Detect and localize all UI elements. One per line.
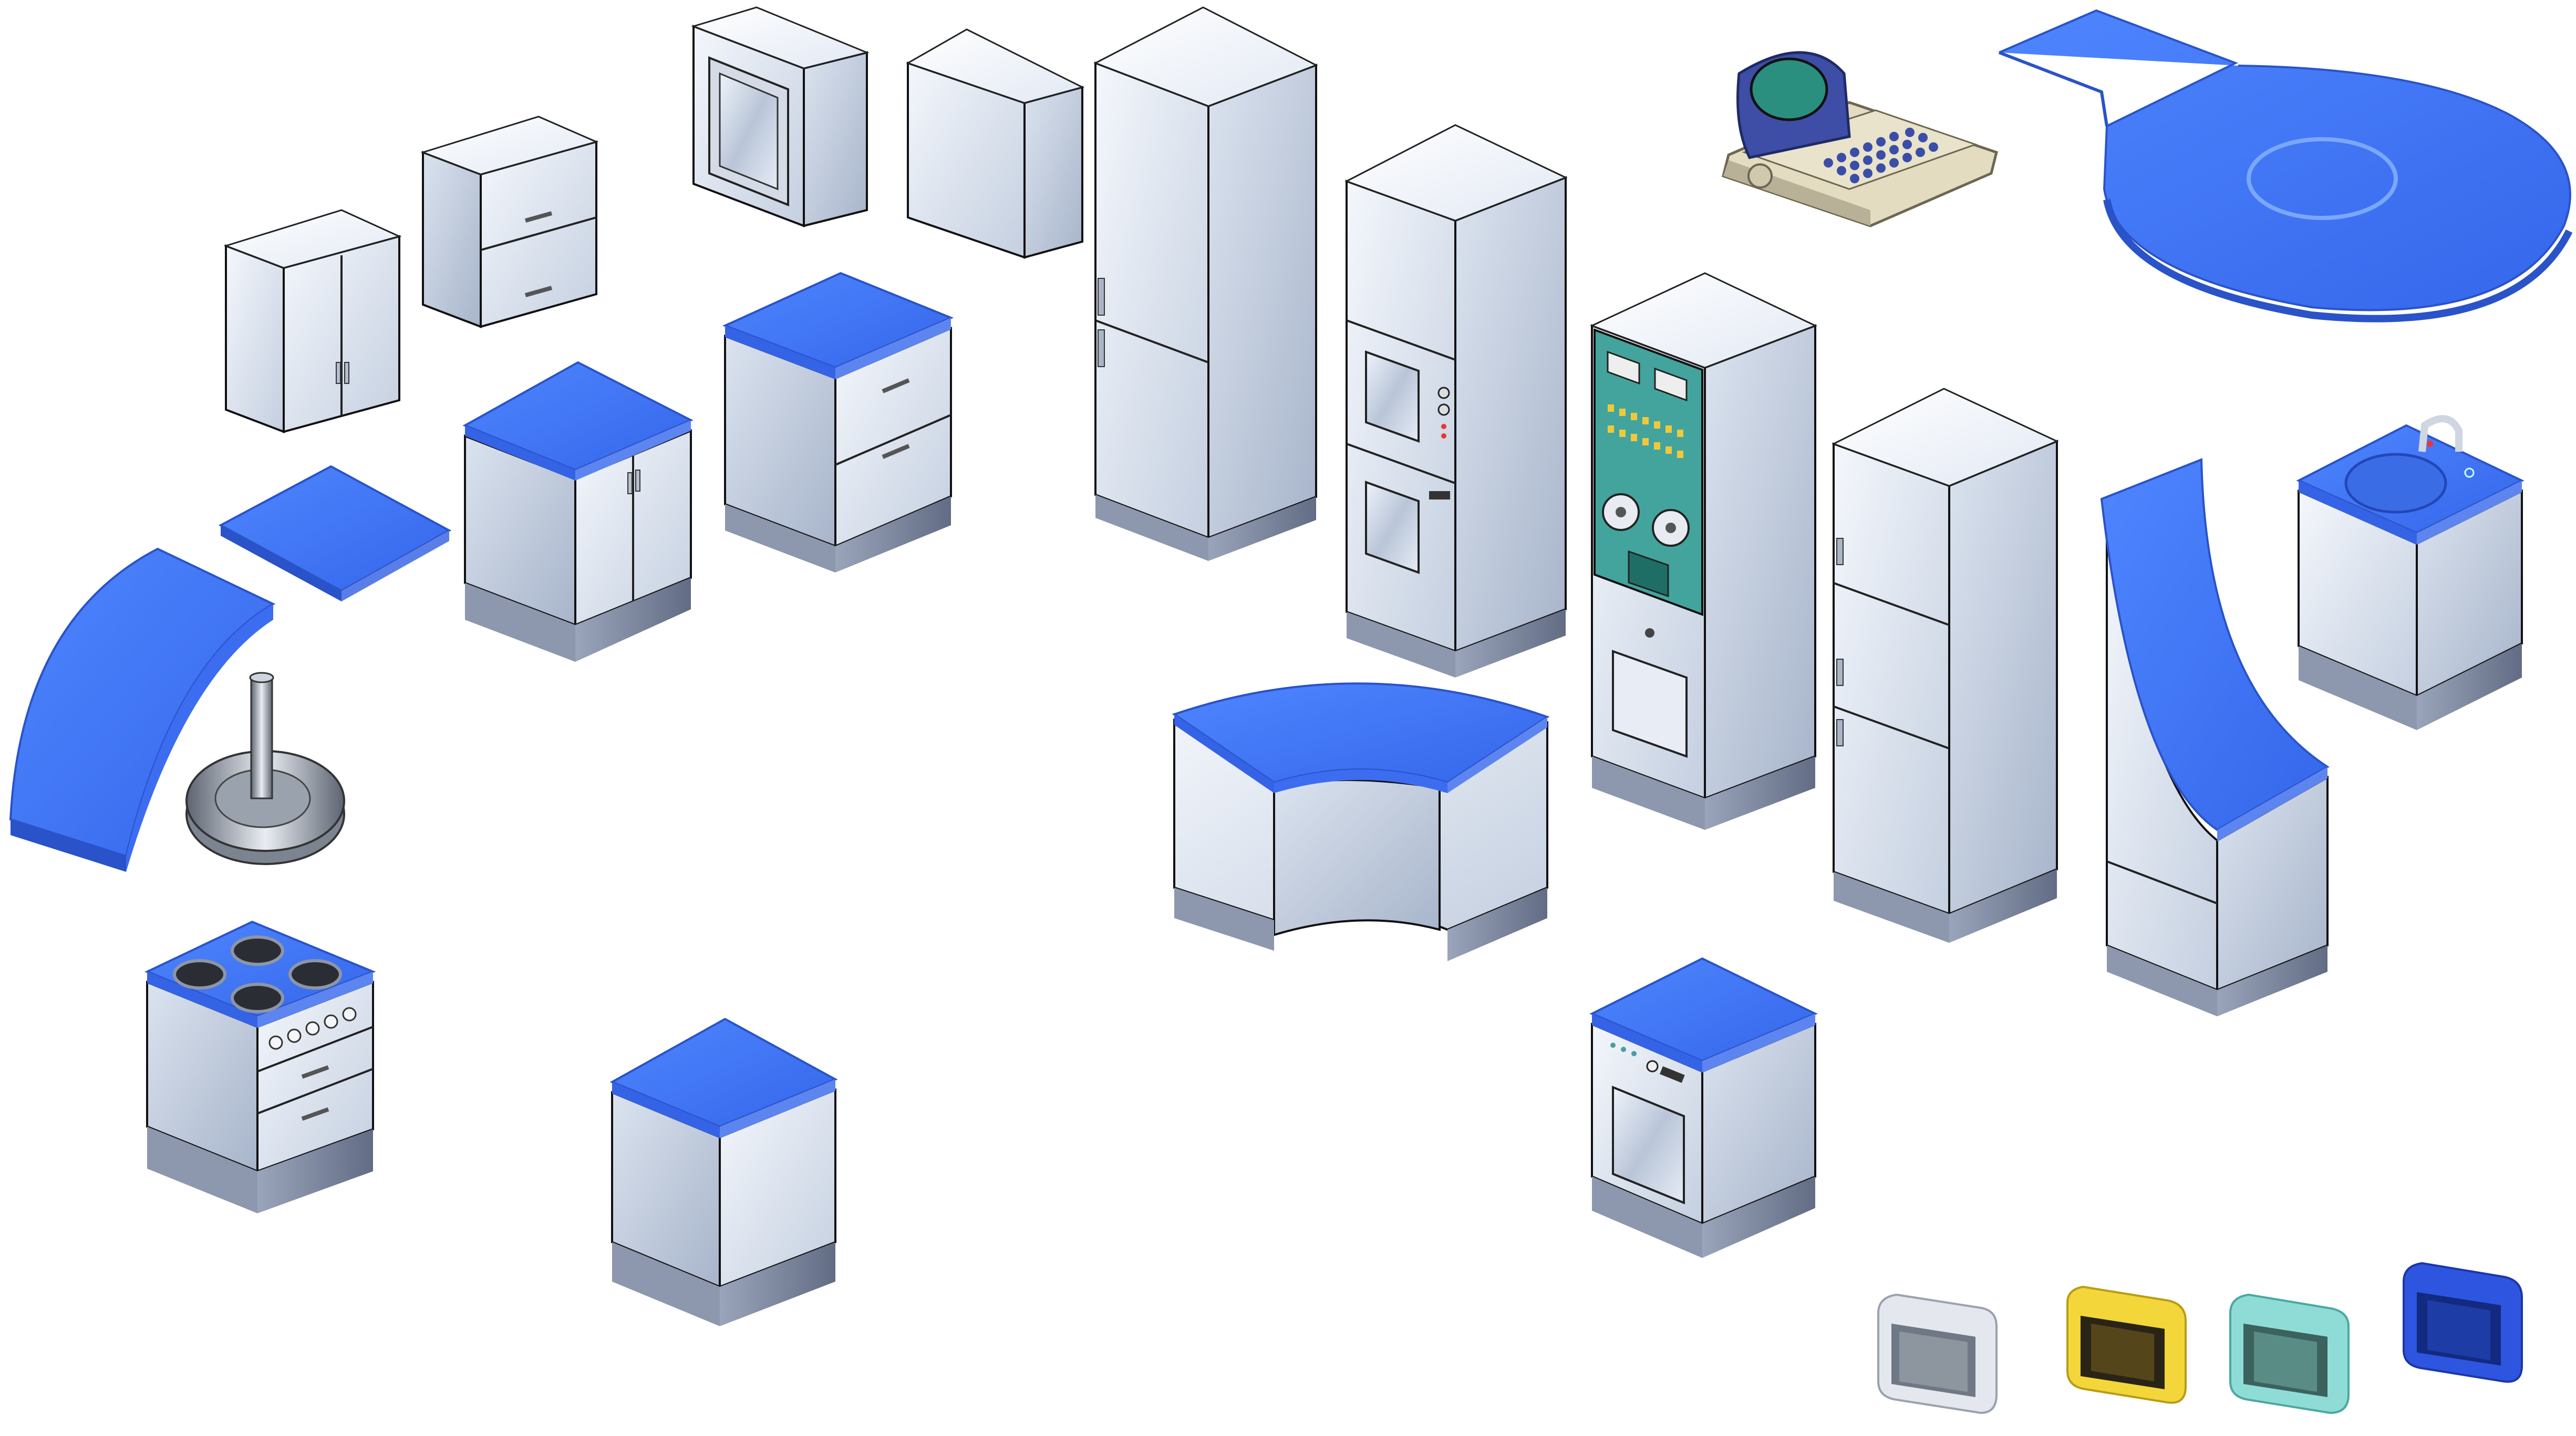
base-cabinet-double-door[interactable] bbox=[462, 361, 694, 662]
handle-icon bbox=[336, 362, 341, 384]
storage-cube-teal[interactable] bbox=[2229, 1293, 2350, 1414]
storage-cube-yellow[interactable] bbox=[2066, 1285, 2187, 1404]
crt-screen-icon bbox=[1750, 57, 1828, 121]
sink-basin-icon bbox=[2344, 453, 2447, 514]
handle-icon bbox=[1098, 278, 1105, 316]
storage-cube-blue[interactable] bbox=[2403, 1262, 2523, 1383]
oven-window-icon bbox=[1365, 481, 1420, 574]
wall-cabinet-double-door[interactable] bbox=[223, 209, 402, 433]
hotplate-icon bbox=[173, 935, 342, 1013]
counter-top-square[interactable] bbox=[218, 465, 452, 601]
base-cabinet-single-door[interactable] bbox=[609, 1017, 838, 1326]
round-table-top[interactable] bbox=[1998, 9, 2573, 322]
stove-knob-icon bbox=[268, 1007, 357, 1050]
keyboard-icon bbox=[1824, 128, 1938, 183]
handle-icon bbox=[1098, 329, 1105, 367]
faucet-icon bbox=[2418, 415, 2463, 452]
dishwasher-window-icon bbox=[1612, 1086, 1685, 1204]
wall-cabinet-two-drawers[interactable] bbox=[420, 116, 599, 328]
curved-end-counter-unit[interactable] bbox=[2100, 458, 2330, 1016]
indicator-icon bbox=[1610, 1043, 1637, 1056]
oven-window-icon bbox=[1365, 350, 1420, 443]
wall-cabinet-plain[interactable] bbox=[906, 28, 1085, 259]
curved-corner-base-cabinet[interactable] bbox=[1172, 682, 1550, 961]
wall-microwave[interactable] bbox=[691, 6, 870, 227]
base-cabinet-two-drawers[interactable] bbox=[722, 272, 954, 573]
knob-icon bbox=[1645, 628, 1654, 638]
curved-counter-top[interactable] bbox=[9, 547, 276, 872]
dial-icon bbox=[1646, 1060, 1659, 1073]
tall-fridge-freezer[interactable] bbox=[1093, 6, 1318, 561]
sink-cabinet[interactable] bbox=[2296, 415, 2525, 730]
tall-three-door-fridge[interactable] bbox=[1832, 388, 2059, 943]
table-center-icon bbox=[2247, 137, 2398, 220]
table-pedestal-base[interactable] bbox=[185, 672, 345, 865]
tall-double-oven[interactable] bbox=[1344, 124, 1568, 678]
retro-typewriter-terminal[interactable] bbox=[1722, 51, 1998, 227]
electric-stove[interactable] bbox=[144, 920, 376, 1213]
tall-retro-computer-panel[interactable] bbox=[1590, 272, 1817, 830]
storage-cube-white[interactable] bbox=[1877, 1293, 1998, 1414]
handle-icon bbox=[344, 362, 349, 384]
pedestal-column-icon bbox=[250, 677, 273, 799]
dishwasher[interactable] bbox=[1589, 957, 1818, 1258]
display-icon bbox=[1429, 491, 1450, 500]
